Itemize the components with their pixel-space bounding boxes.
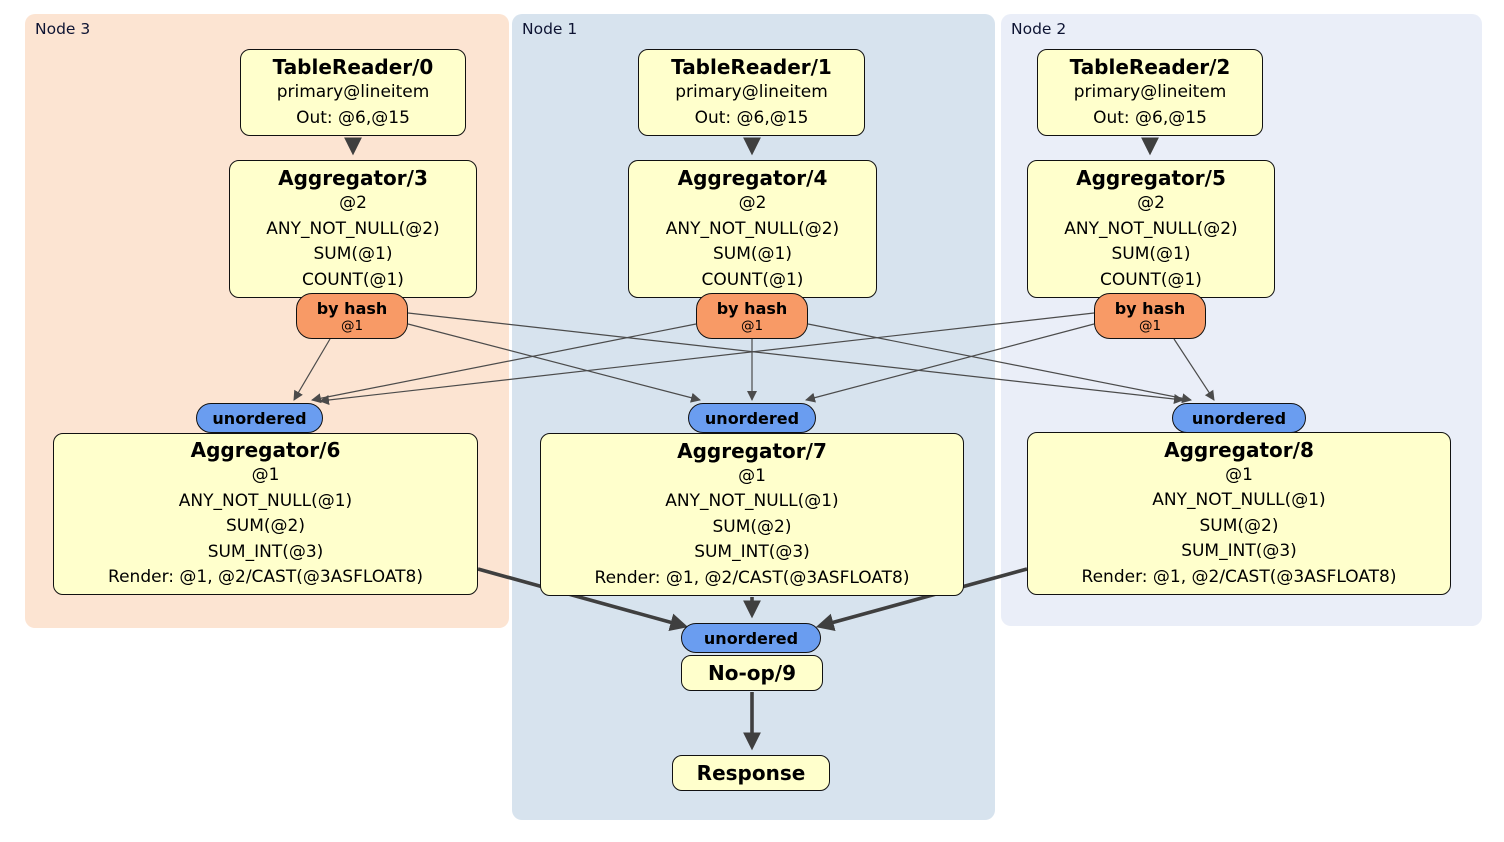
op-line: Render: @1, @2/CAST(@3ASFLOAT8) <box>108 567 423 588</box>
response-node: Response <box>672 755 830 791</box>
op-line: Out: @6,@15 <box>694 107 809 128</box>
op-line: COUNT(@1) <box>701 269 804 290</box>
op-title: TableReader/2 <box>1069 55 1231 79</box>
op-line: @1 <box>1225 464 1253 485</box>
op-line: Render: @1, @2/CAST(@3ASFLOAT8) <box>594 567 910 588</box>
aggregator-8: Aggregator/8 @1 ANY_NOT_NULL(@1) SUM(@2)… <box>1027 432 1451 595</box>
op-line: SUM_INT(@3) <box>207 541 324 562</box>
op-title: No-op/9 <box>707 661 797 685</box>
noop-9: No-op/9 <box>681 655 823 691</box>
op-line: ANY_NOT_NULL(@2) <box>665 218 840 239</box>
router-title: by hash <box>1114 298 1186 318</box>
op-title: TableReader/0 <box>272 55 434 79</box>
sync-unordered-node1: unordered <box>688 403 816 433</box>
aggregator-3: Aggregator/3 @2 ANY_NOT_NULL(@2) SUM(@1)… <box>229 160 477 298</box>
op-line: SUM_INT(@3) <box>1181 541 1297 562</box>
op-title: Aggregator/8 <box>1164 437 1314 462</box>
op-line: ANY_NOT_NULL(@1) <box>1152 490 1326 511</box>
router-title: by hash <box>716 298 788 318</box>
aggregator-4: Aggregator/4 @2 ANY_NOT_NULL(@2) SUM(@1)… <box>628 160 877 298</box>
router-title: by hash <box>316 298 388 318</box>
sync-unordered-node3: unordered <box>196 403 323 433</box>
router-by-hash-node1: by hash @1 <box>696 293 808 339</box>
table-reader-2: TableReader/2 primary@lineitem Out: @6,@… <box>1037 49 1263 136</box>
sync-unordered-node2: unordered <box>1172 403 1306 433</box>
router-by-hash-node3: by hash @1 <box>296 293 408 339</box>
op-line: SUM(@2) <box>226 516 305 537</box>
op-line: ANY_NOT_NULL(@2) <box>266 218 440 239</box>
node1-region-label: Node 1 <box>522 20 578 38</box>
table-reader-0: TableReader/0 primary@lineitem Out: @6,@… <box>240 49 466 136</box>
op-line: @2 <box>339 193 367 213</box>
op-line: primary@lineitem <box>276 82 430 102</box>
router-detail: @1 <box>740 317 764 334</box>
router-by-hash-node2: by hash @1 <box>1094 293 1206 339</box>
op-line: @1 <box>738 465 766 486</box>
op-line: ANY_NOT_NULL(@1) <box>178 490 353 511</box>
sync-unordered-final: unordered <box>681 623 821 653</box>
op-line: @2 <box>738 193 767 213</box>
op-line: ANY_NOT_NULL(@2) <box>1064 218 1238 239</box>
op-line: primary@lineitem <box>1073 82 1227 102</box>
op-line: SUM(@1) <box>713 244 792 264</box>
op-line: SUM(@2) <box>712 516 792 537</box>
op-line: Render: @1, @2/CAST(@3ASFLOAT8) <box>1081 566 1397 587</box>
op-title: Aggregator/3 <box>278 166 428 190</box>
op-line: @1 <box>251 465 280 486</box>
router-detail: @1 <box>1138 317 1162 334</box>
node2-region-label: Node 2 <box>1011 20 1067 38</box>
op-line: ANY_NOT_NULL(@1) <box>665 491 839 512</box>
op-line: Out: @6,@15 <box>296 107 410 128</box>
op-line: Out: @6,@15 <box>1093 107 1207 128</box>
op-line: primary@lineitem <box>675 82 828 102</box>
op-title: Response <box>696 761 806 785</box>
op-line: SUM(@1) <box>313 244 393 264</box>
aggregator-5: Aggregator/5 @2 ANY_NOT_NULL(@2) SUM(@1)… <box>1027 160 1275 298</box>
op-title: Aggregator/7 <box>677 438 827 463</box>
aggregator-7: Aggregator/7 @1 ANY_NOT_NULL(@1) SUM(@2)… <box>540 433 964 596</box>
aggregator-6: Aggregator/6 @1 ANY_NOT_NULL(@1) SUM(@2)… <box>53 433 478 595</box>
op-line: SUM_INT(@3) <box>694 542 810 563</box>
op-title: Aggregator/6 <box>190 438 341 463</box>
op-title: Aggregator/4 <box>677 166 828 190</box>
op-title: TableReader/1 <box>671 55 832 79</box>
op-title: Aggregator/5 <box>1076 166 1226 190</box>
op-line: SUM(@1) <box>1111 244 1191 264</box>
op-line: @2 <box>1137 193 1165 213</box>
op-line: COUNT(@1) <box>1100 269 1202 290</box>
op-line: COUNT(@1) <box>302 269 404 290</box>
router-detail: @1 <box>340 317 364 334</box>
op-line: SUM(@2) <box>1199 515 1279 536</box>
table-reader-1: TableReader/1 primary@lineitem Out: @6,@… <box>638 49 865 136</box>
node3-region-label: Node 3 <box>35 20 91 38</box>
